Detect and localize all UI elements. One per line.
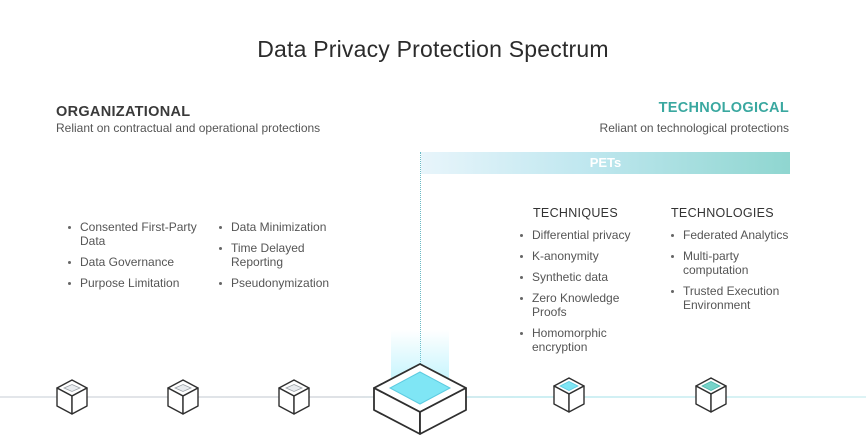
techniques-list: Differential privacy K-anonymity Synthet… xyxy=(518,228,638,361)
cube-icon xyxy=(553,377,585,413)
organizational-list-1: Consented First-Party Data Data Governan… xyxy=(66,220,206,297)
cube-icon xyxy=(278,379,310,415)
cube-icon xyxy=(56,379,88,415)
list-item: Synthetic data xyxy=(518,270,638,284)
list-item: Pseudonymization xyxy=(217,276,347,290)
list-item: K-anonymity xyxy=(518,249,638,263)
techniques-heading: TECHNIQUES xyxy=(533,206,618,220)
organizational-subtitle: Reliant on contractual and operational p… xyxy=(56,121,321,135)
organizational-list-2: Data Minimization Time Delayed Reporting… xyxy=(217,220,347,297)
spectrum-divider xyxy=(420,152,421,382)
technologies-heading: TECHNOLOGIES xyxy=(671,206,774,220)
list-item: Data Minimization xyxy=(217,220,347,234)
list-item: Time Delayed Reporting xyxy=(217,241,347,269)
list-item: Differential privacy xyxy=(518,228,638,242)
pets-bar: PETs xyxy=(421,152,790,174)
list-item: Data Governance xyxy=(66,255,206,269)
highlighted-cube-icon xyxy=(373,363,467,435)
cube-icon xyxy=(695,377,727,413)
list-item: Multi-party computation xyxy=(669,249,799,277)
cube-icon xyxy=(167,379,199,415)
technological-subtitle: Reliant on technological protections xyxy=(599,121,789,135)
list-item: Homomorphic encryption xyxy=(518,326,638,354)
page-title: Data Privacy Protection Spectrum xyxy=(257,36,609,62)
organizational-title: ORGANIZATIONAL xyxy=(56,104,191,120)
list-item: Consented First-Party Data xyxy=(66,220,206,248)
list-item: Federated Analytics xyxy=(669,228,799,242)
list-item: Zero Knowledge Proofs xyxy=(518,291,638,319)
list-item: Trusted Execution Environment xyxy=(669,284,799,312)
technological-title: TECHNOLOGICAL xyxy=(658,100,789,116)
list-item: Purpose Limitation xyxy=(66,276,206,290)
technologies-list: Federated Analytics Multi-party computat… xyxy=(669,228,799,319)
